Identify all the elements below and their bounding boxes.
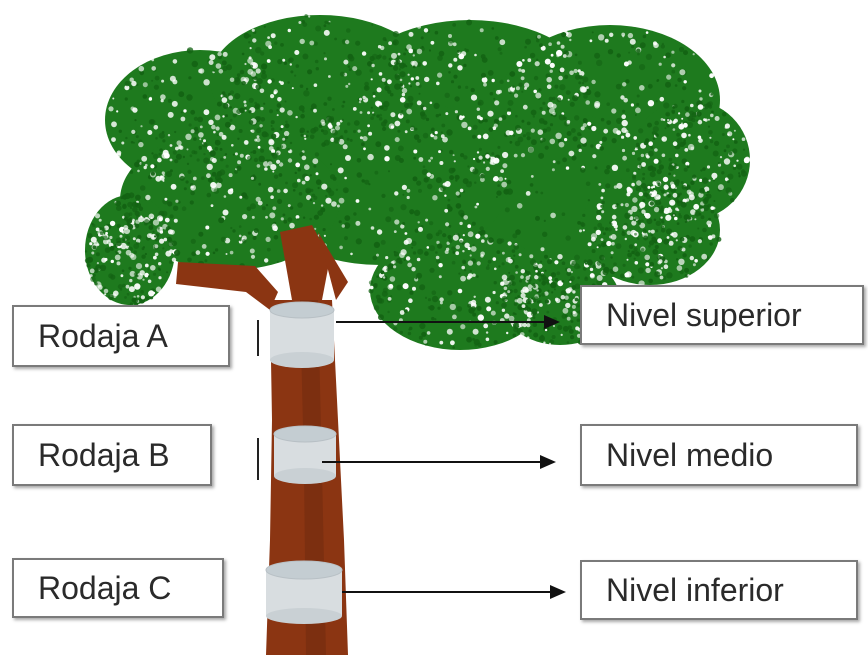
slice-a-label: Rodaja A xyxy=(12,305,230,367)
arrow-right-icon xyxy=(342,585,566,599)
slice-a-cylinder xyxy=(270,302,334,368)
slice-c-cylinder xyxy=(266,561,342,624)
slice-c-label: Rodaja C xyxy=(12,558,224,618)
level-middle-label: Nivel medio xyxy=(580,424,858,486)
slice-b-label: Rodaja B xyxy=(12,424,212,486)
arrow-right-icon xyxy=(322,455,556,469)
level-lower-label: Nivel inferior xyxy=(580,560,858,620)
level-upper-label: Nivel superior xyxy=(580,285,864,345)
slice-b-cylinder xyxy=(274,426,336,484)
